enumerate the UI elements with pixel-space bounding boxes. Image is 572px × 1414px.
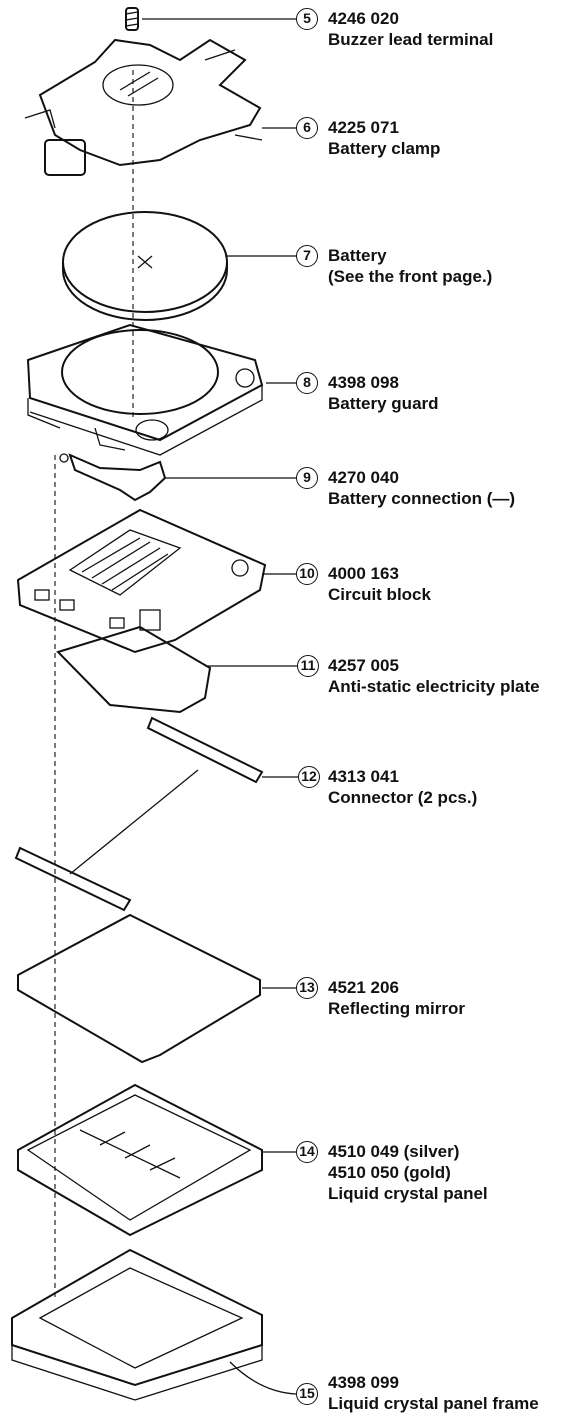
part-code: 4521 206 [328,978,399,997]
part-code: 4225 071 [328,118,399,137]
part-label-7: Battery (See the front page.) [328,245,492,287]
battery-clamp-drawing [24,38,296,176]
battery-guard-drawing [26,323,296,456]
part-code: 4510 049 (silver) [328,1142,460,1161]
part-description: Liquid crystal panel [328,1184,488,1203]
part-code-alt: 4510 050 (gold) [328,1163,451,1182]
callout-14: 14 [296,1141,318,1163]
part-description: Reflecting mirror [328,999,465,1018]
part-code: 4398 099 [328,1373,399,1392]
liquid-crystal-panel-frame-drawing [11,1248,297,1401]
battery-connection-drawing [59,453,296,502]
part-label-9: 4270 040 Battery connection (—) [328,467,515,509]
callout-8: 8 [296,372,318,394]
part-label-11: 4257 005 Anti-static electricity plate [328,655,540,697]
part-code: Battery [328,246,387,265]
part-label-12: 4313 041 Connector (2 pcs.) [328,766,477,808]
callout-11: 11 [297,655,319,677]
circuit-block-drawing [16,508,296,654]
part-description: Liquid crystal panel frame [328,1394,539,1413]
part-label-13: 4521 206 Reflecting mirror [328,977,465,1019]
part-code: 4000 163 [328,564,399,583]
part-label-14: 4510 049 (silver) 4510 050 (gold) Liquid… [328,1141,488,1204]
anti-static-plate-drawing [56,625,297,714]
part-code: 4398 098 [328,373,399,392]
callout-6: 6 [296,117,318,139]
part-description: Battery clamp [328,139,441,158]
part-code: 4270 040 [328,468,399,487]
part-label-8: 4398 098 Battery guard [328,372,439,414]
callout-10: 10 [296,563,318,585]
part-description: Battery guard [328,394,439,413]
part-code: 4257 005 [328,656,399,675]
part-code: 4313 041 [328,767,399,786]
buzzer-lead-terminal-drawing [125,7,296,31]
part-description: Connector (2 pcs.) [328,788,478,807]
connector-drawing [14,716,298,912]
battery-drawing [62,211,296,321]
part-label-6: 4225 071 Battery clamp [328,117,440,159]
part-description: Battery connection (—) [328,489,516,508]
callout-13: 13 [296,977,318,999]
part-description: Circuit block [328,585,431,604]
part-label-5: 4246 020 Buzzer lead terminal [328,8,493,50]
part-description: Anti-static electricity plate [328,677,540,696]
part-label-10: 4000 163 Circuit block [328,563,431,605]
part-description: Buzzer lead terminal [328,30,494,49]
callout-15: 15 [296,1383,318,1405]
part-code: 4246 020 [328,9,399,28]
reflecting-mirror-drawing [17,913,296,1064]
callout-7: 7 [296,245,318,267]
callout-12: 12 [298,766,320,788]
callout-5: 5 [296,8,318,30]
part-description: (See the front page.) [328,267,493,286]
callout-9: 9 [296,467,318,489]
liquid-crystal-panel-drawing [17,1083,296,1237]
